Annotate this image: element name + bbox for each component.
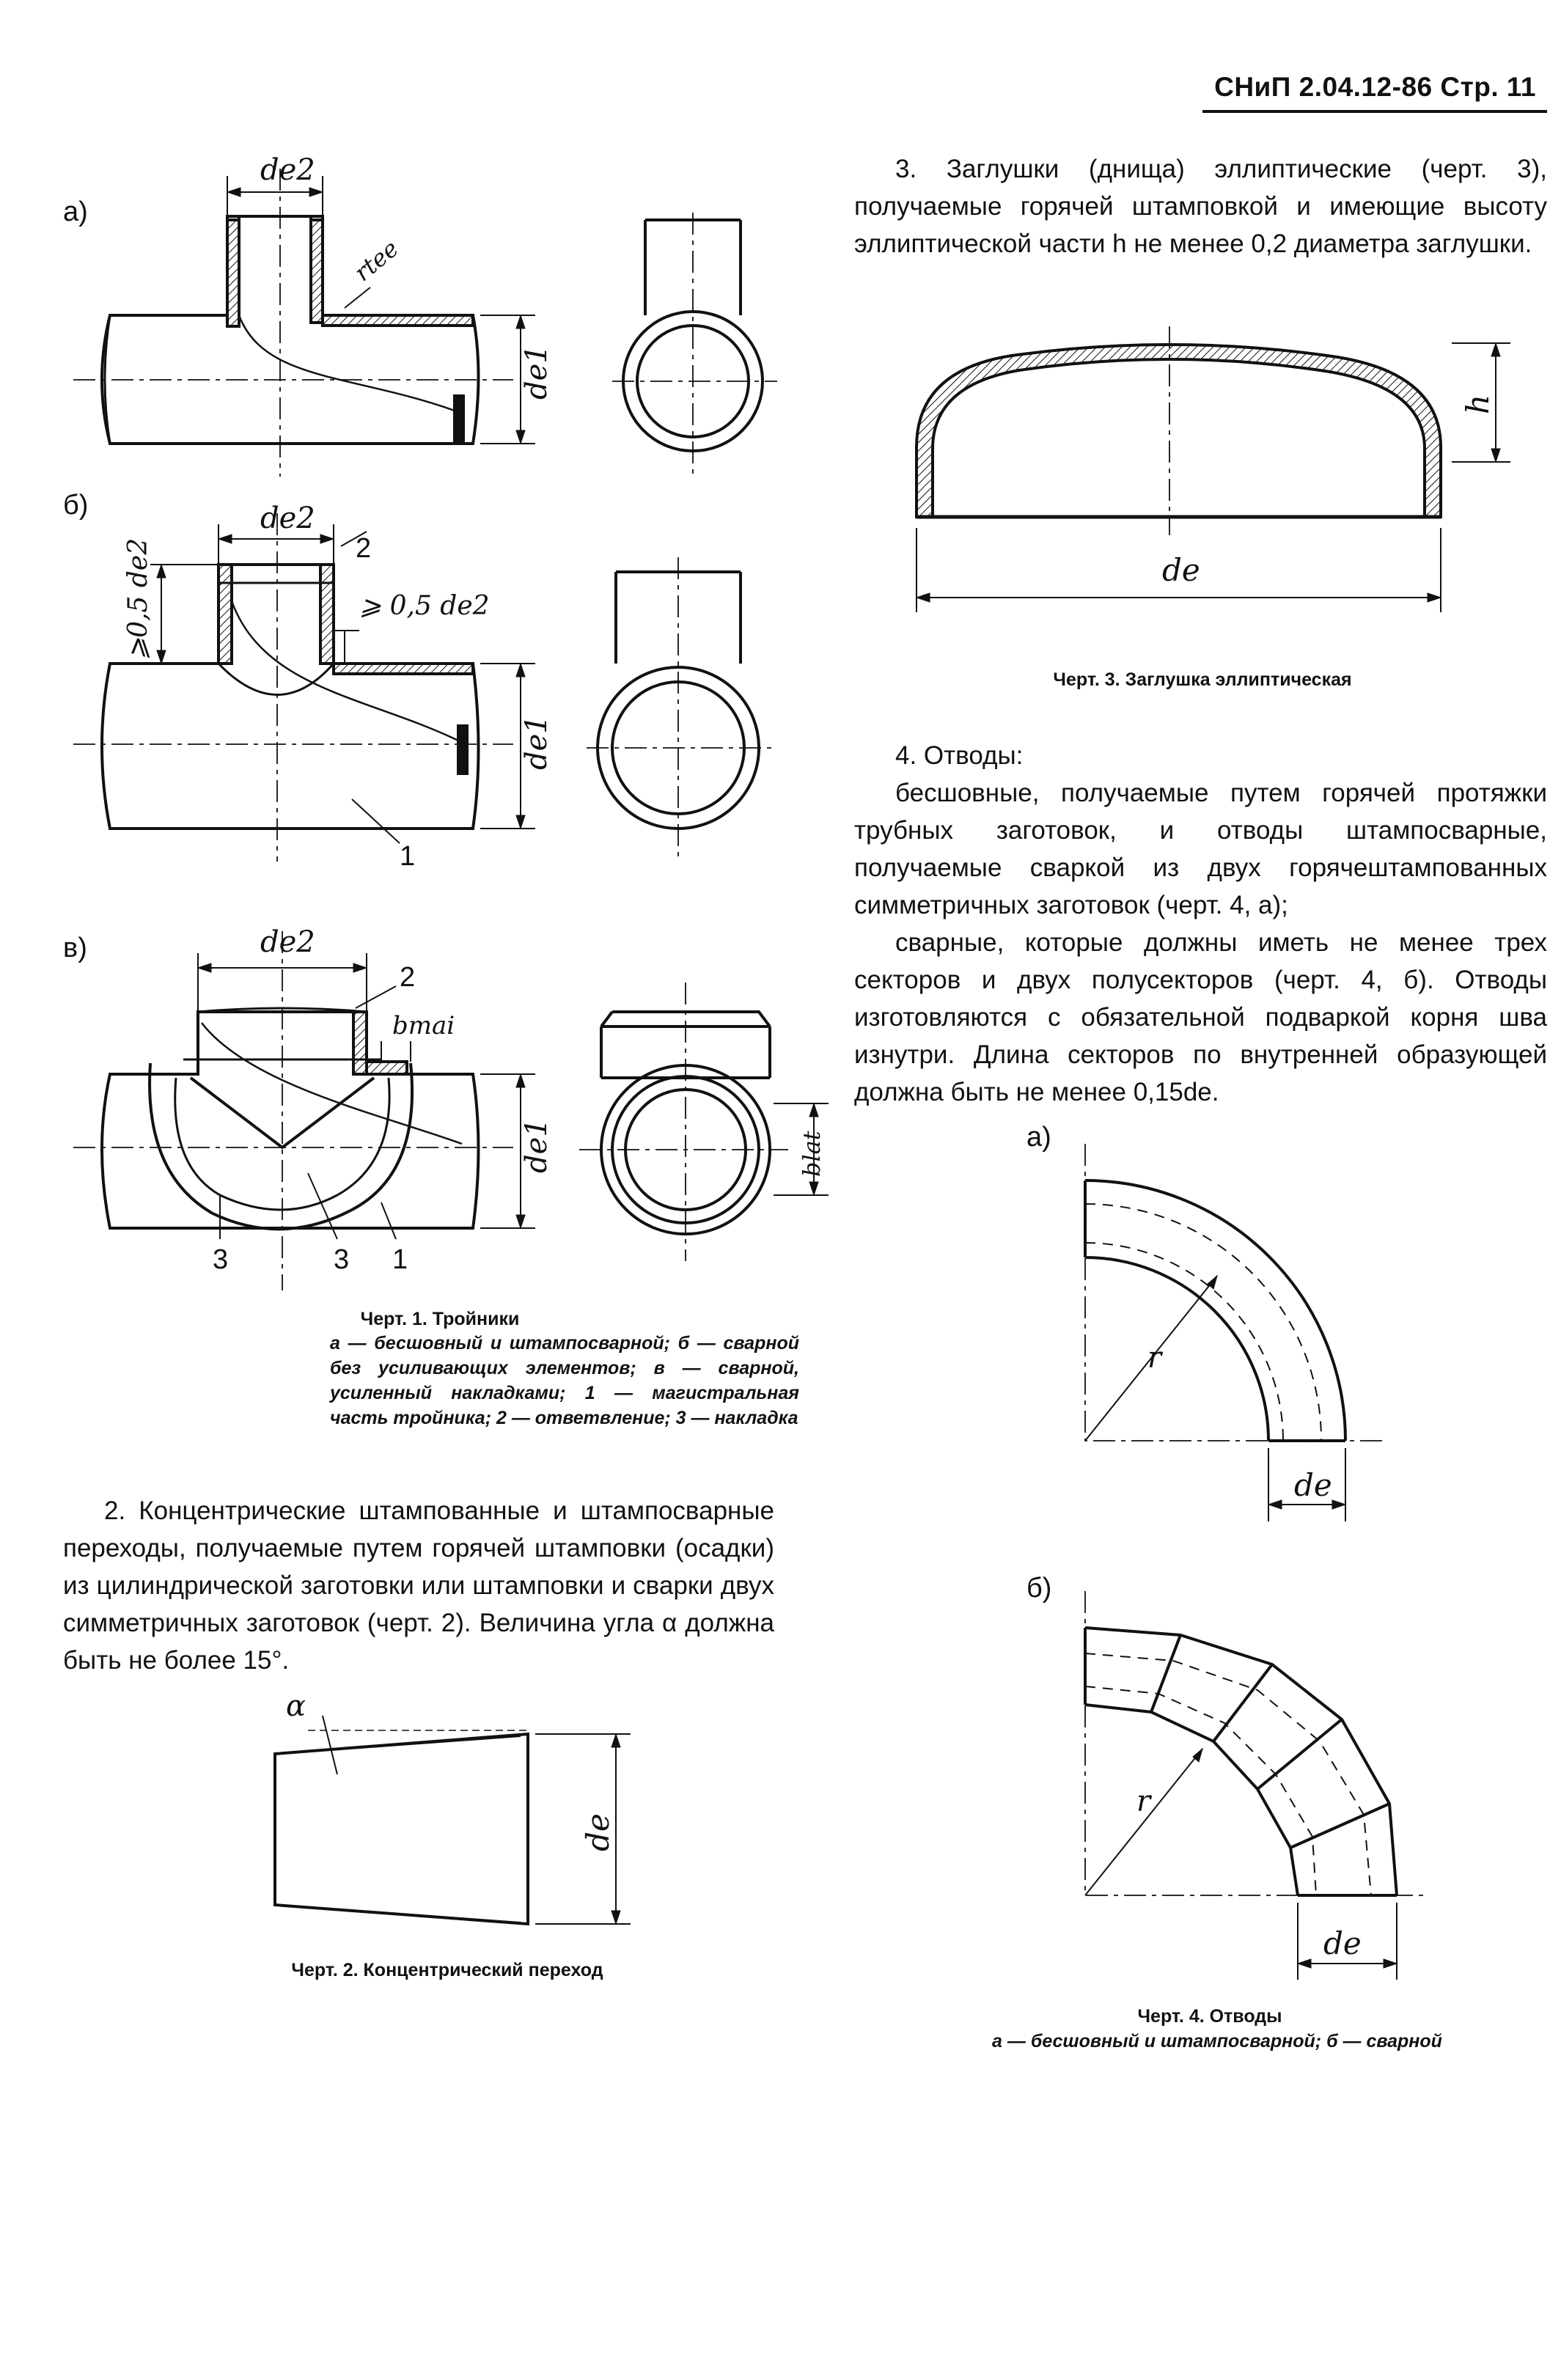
tee-a-de2: de2 <box>260 153 315 187</box>
tee-b-callout-2: 2 <box>356 533 371 564</box>
fig4-caption-title: Черт. 4. Отводы <box>1137 2006 1282 2027</box>
fig1-label-a: а) <box>63 197 88 227</box>
bend-a <box>1084 1144 1386 1521</box>
para-4-heading: 4. Отводы: <box>895 741 1024 770</box>
tee-v-blat: blat <box>798 1131 826 1177</box>
tee-v-callout-2: 2 <box>400 962 415 993</box>
fig4-label-a: а) <box>1026 1122 1051 1153</box>
tee-b-side <box>587 557 777 862</box>
fig1-caption-title: Черт. 1. Тройники <box>360 1309 520 1329</box>
tee-v-bmai: bmai <box>392 1011 455 1040</box>
fig2-caption: Черт. 2. Концентрический переход <box>291 1960 603 1980</box>
tee-v-de1: de1 <box>520 1118 554 1173</box>
fig3-de: de <box>1162 552 1200 588</box>
fig1-label-b: б) <box>63 490 89 521</box>
fig1-label-v: в) <box>63 933 87 963</box>
tee-a-side <box>612 213 777 477</box>
tee-v-front <box>73 931 535 1290</box>
tee-b-de1: de1 <box>520 715 554 770</box>
tee-v-callout-1: 1 <box>392 1244 408 1275</box>
tee-v-de2: de2 <box>260 925 315 959</box>
bend-b <box>1084 1591 1426 1980</box>
tee-v-side <box>579 983 829 1261</box>
fig4-caption-body: а — бесшовный и штампосварной; б — сварн… <box>992 2031 1442 2052</box>
fig2-alpha: α <box>286 1689 306 1723</box>
page-header: СНиП 2.04.12-86 Стр. 11 <box>1214 72 1536 102</box>
fig2-de: de <box>580 1813 616 1851</box>
para-2: 2. Концентрические штампованные и штампо… <box>63 1496 774 1675</box>
tee-v-callout-3b: 3 <box>334 1244 349 1275</box>
fig4-label-b: б) <box>1026 1573 1052 1604</box>
fig3-caption: Черт. 3. Заглушка эллиптическая <box>1053 669 1352 690</box>
tee-b-front <box>73 513 535 862</box>
bend-b-r: r <box>1136 1785 1153 1818</box>
tee-b-half-left: ⩾0,5 de2 <box>123 538 153 660</box>
tee-a-de1: de1 <box>520 345 554 400</box>
tee-a-front <box>73 169 535 477</box>
para-4-p2: сварные, которые должны иметь не менее т… <box>854 928 1547 1106</box>
para-3: 3. Заглушки (днища) эллиптические (черт.… <box>854 155 1547 258</box>
tee-b-de2: de2 <box>260 502 315 535</box>
bend-a-de: de <box>1294 1467 1332 1503</box>
para-4-p1: бесшовные, получаемые путем горячей прот… <box>854 779 1547 919</box>
bend-b-de: de <box>1323 1925 1362 1961</box>
bend-a-r: r <box>1147 1341 1164 1375</box>
tee-v-callout-3a: 3 <box>213 1244 228 1275</box>
fig3-h: h <box>1460 394 1496 414</box>
header-rule <box>1202 110 1547 113</box>
fig1-caption-body: а — бесшовный и штампосварной; б — сварн… <box>330 1333 799 1428</box>
tee-b-half-right: ⩾ 0,5 de2 <box>359 591 490 621</box>
tee-b-callout-1: 1 <box>400 841 415 872</box>
